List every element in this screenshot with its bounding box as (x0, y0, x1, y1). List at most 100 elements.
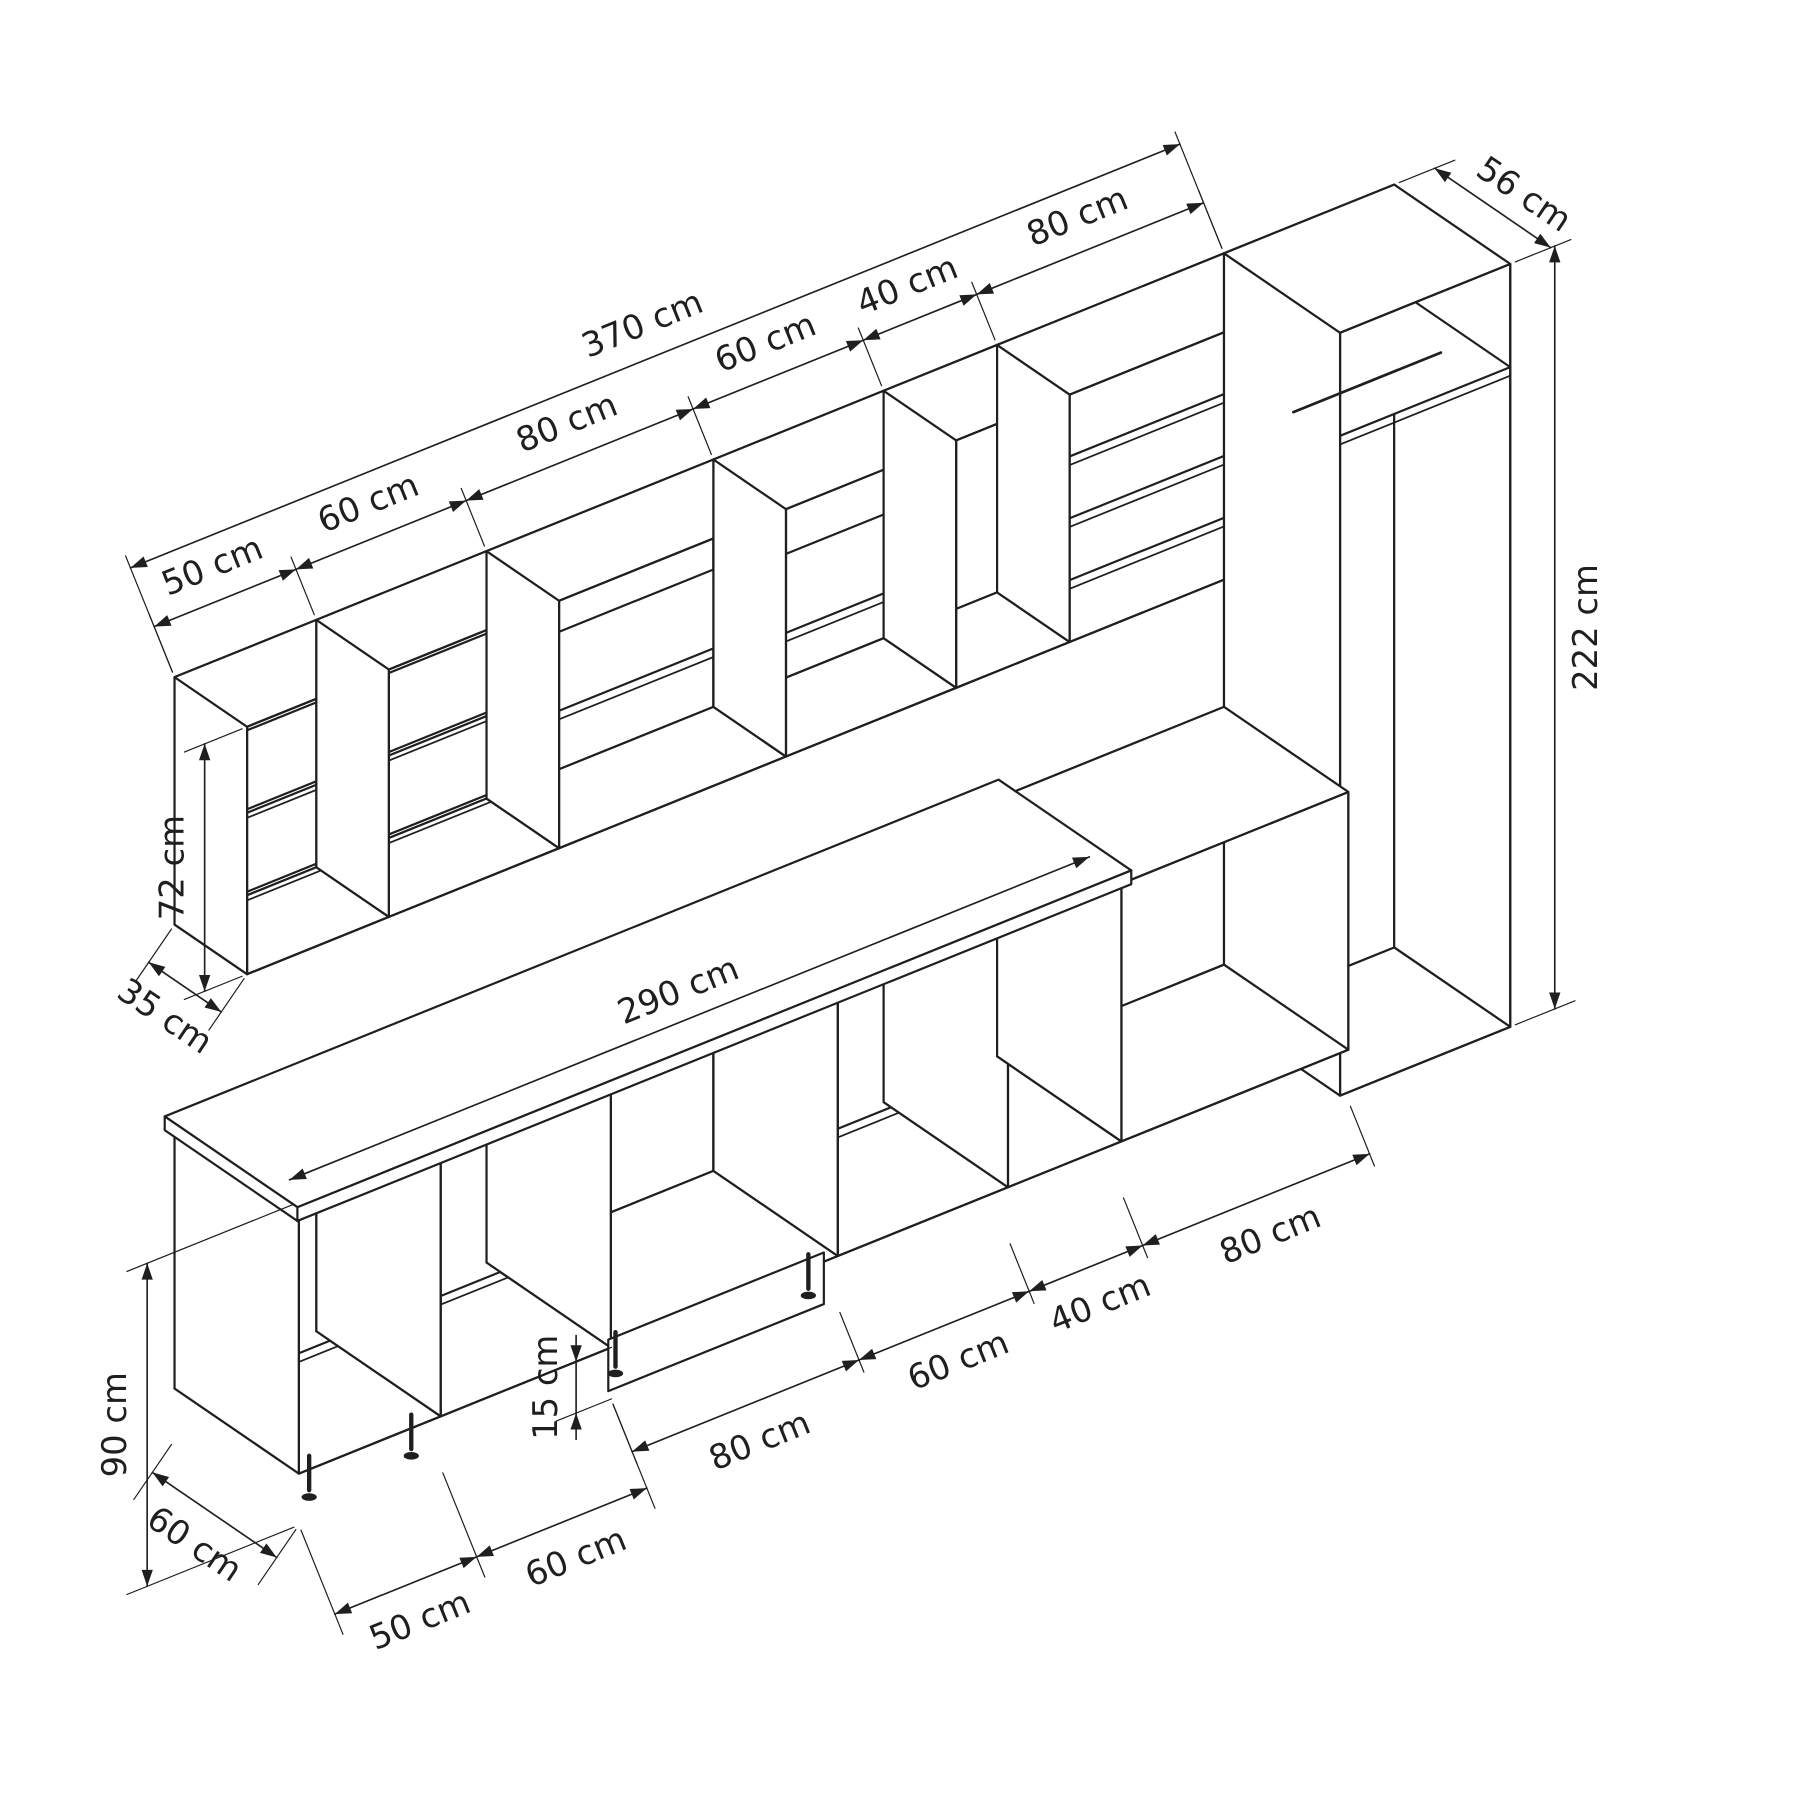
dim-label-dim_plinth: 15 cm (526, 1335, 565, 1440)
dimension-line (858, 1290, 1030, 1361)
extension-line (687, 396, 712, 456)
dimension-line (692, 339, 865, 410)
wall-cabinet-6-left-panel (995, 343, 1071, 644)
extension-line (555, 1398, 613, 1422)
dimension-arrow (278, 569, 296, 581)
extension-line (1514, 238, 1572, 263)
extension-line (126, 1526, 295, 1596)
dimension-arrow (629, 1488, 647, 1500)
dimension-arrow (863, 328, 881, 341)
dimension-arrow (130, 556, 148, 568)
dimension-line (465, 408, 694, 502)
dimension-line (129, 143, 1181, 569)
dimension-arrow (1549, 992, 1561, 1009)
dimension-arrow (198, 743, 211, 761)
dimension-arrow (334, 1602, 353, 1615)
dimension-arrow (198, 974, 211, 992)
dim-label-dim_top_370: 370 cm (576, 282, 708, 366)
dimension-arrow (448, 500, 467, 512)
adjustable-foot (800, 1291, 816, 1300)
tall-cabinet-front-frame (1338, 262, 1512, 1097)
dimension-line (333, 1556, 478, 1615)
dimension-arrow (466, 489, 484, 501)
wall-cabinet-4-left-panel (712, 458, 788, 758)
dim-label-dim_bottom_40: 40 cm (1044, 1265, 1156, 1341)
extension-line (1514, 1000, 1576, 1026)
dimension-line (1141, 1153, 1371, 1247)
dimension-arrow (204, 998, 222, 1012)
dimension-line (631, 1359, 860, 1453)
dimension-arrow (476, 1545, 494, 1557)
dimension-line (295, 499, 467, 571)
adjustable-foot (607, 1369, 624, 1378)
dimension-arrow (1072, 856, 1090, 869)
extension-line (208, 978, 245, 1031)
dimension-line (288, 856, 1091, 1181)
dimension-line (862, 293, 978, 342)
dimension-arrow (152, 1472, 170, 1487)
dimension-arrow (1142, 1234, 1160, 1246)
dim-label-dim_bottom_80a: 80 cm (703, 1403, 815, 1479)
dimension-arrow (1186, 202, 1204, 215)
extension-line (839, 1311, 865, 1373)
dimension-line (153, 568, 297, 628)
dimension-line (1433, 167, 1552, 249)
dim-label-dim_top_50: 50 cm (156, 528, 268, 604)
dimension-arrow (675, 408, 694, 421)
dimension-arrow (459, 1556, 477, 1569)
dimension-arrow (1011, 1291, 1030, 1303)
extension-line (1349, 1105, 1376, 1167)
dim-label-dim_upper_height: 72 cm (153, 815, 192, 920)
extension-line (971, 281, 996, 341)
dimension-line (975, 201, 1205, 296)
dimension-arrow (141, 1569, 153, 1587)
dim-label-dim_top_40: 40 cm (851, 247, 963, 323)
plinth-front-panel (607, 1251, 825, 1393)
extension-line (124, 555, 174, 673)
dim-label-dim_tall_height: 222 cm (1566, 564, 1605, 691)
countertop-left-edge (163, 1115, 299, 1223)
extension-line (857, 327, 883, 387)
dim-label-dim_base_height: 90 cm (95, 1372, 134, 1477)
wall-cabinet-3-left-panel (485, 550, 561, 850)
dimension-arrow (259, 1543, 277, 1558)
dimension-arrow (295, 557, 314, 570)
dim-label-dim_bottom_80b: 80 cm (1214, 1196, 1326, 1272)
dim-label-dim_bottom_60b: 60 cm (902, 1322, 1014, 1398)
extension-line (126, 1203, 295, 1273)
dimension-arrow (1352, 1153, 1370, 1166)
dim-label-dim_top_80b: 80 cm (1021, 179, 1133, 255)
dimension-arrow (1125, 1245, 1143, 1257)
extension-line (612, 1403, 638, 1465)
extension-line (290, 556, 315, 616)
extension-line (1174, 131, 1223, 249)
dimension-arrow (1534, 233, 1551, 248)
extension-line (442, 1472, 486, 1578)
dimension-arrow (1162, 144, 1180, 156)
dimension-arrow (693, 397, 711, 409)
wall-cabinet-5-left-panel (882, 389, 958, 689)
dimension-arrow (976, 282, 995, 295)
extension-line (300, 1529, 344, 1635)
dim-label-dim_bottom_50: 50 cm (364, 1582, 476, 1658)
dim-label-dim_base_depth: 60 cm (140, 1498, 249, 1589)
hanging-rod (1292, 351, 1443, 414)
adjustable-foot (301, 1493, 317, 1501)
dimension-arrow (148, 962, 166, 977)
dim-label-dim_top_60a: 60 cm (312, 465, 424, 541)
dimension-arrow (154, 615, 172, 627)
extension-line (555, 1346, 613, 1371)
dim-label-dim_top_60b: 60 cm (709, 305, 821, 381)
dimension-arrow (1549, 246, 1561, 263)
extension-line (460, 487, 486, 547)
dimension-line (1028, 1244, 1144, 1293)
dim-label-dim_tall_depth: 56 cm (1470, 148, 1579, 239)
dimension-arrow (959, 294, 977, 306)
adjustable-foot (403, 1452, 419, 1460)
dimension-arrow (632, 1440, 650, 1452)
extension-line (183, 975, 243, 1001)
extension-line (1398, 159, 1456, 184)
dim-label-dim_top_80a: 80 cm (511, 385, 623, 461)
wall-cabinet-2-left-panel (315, 618, 390, 918)
